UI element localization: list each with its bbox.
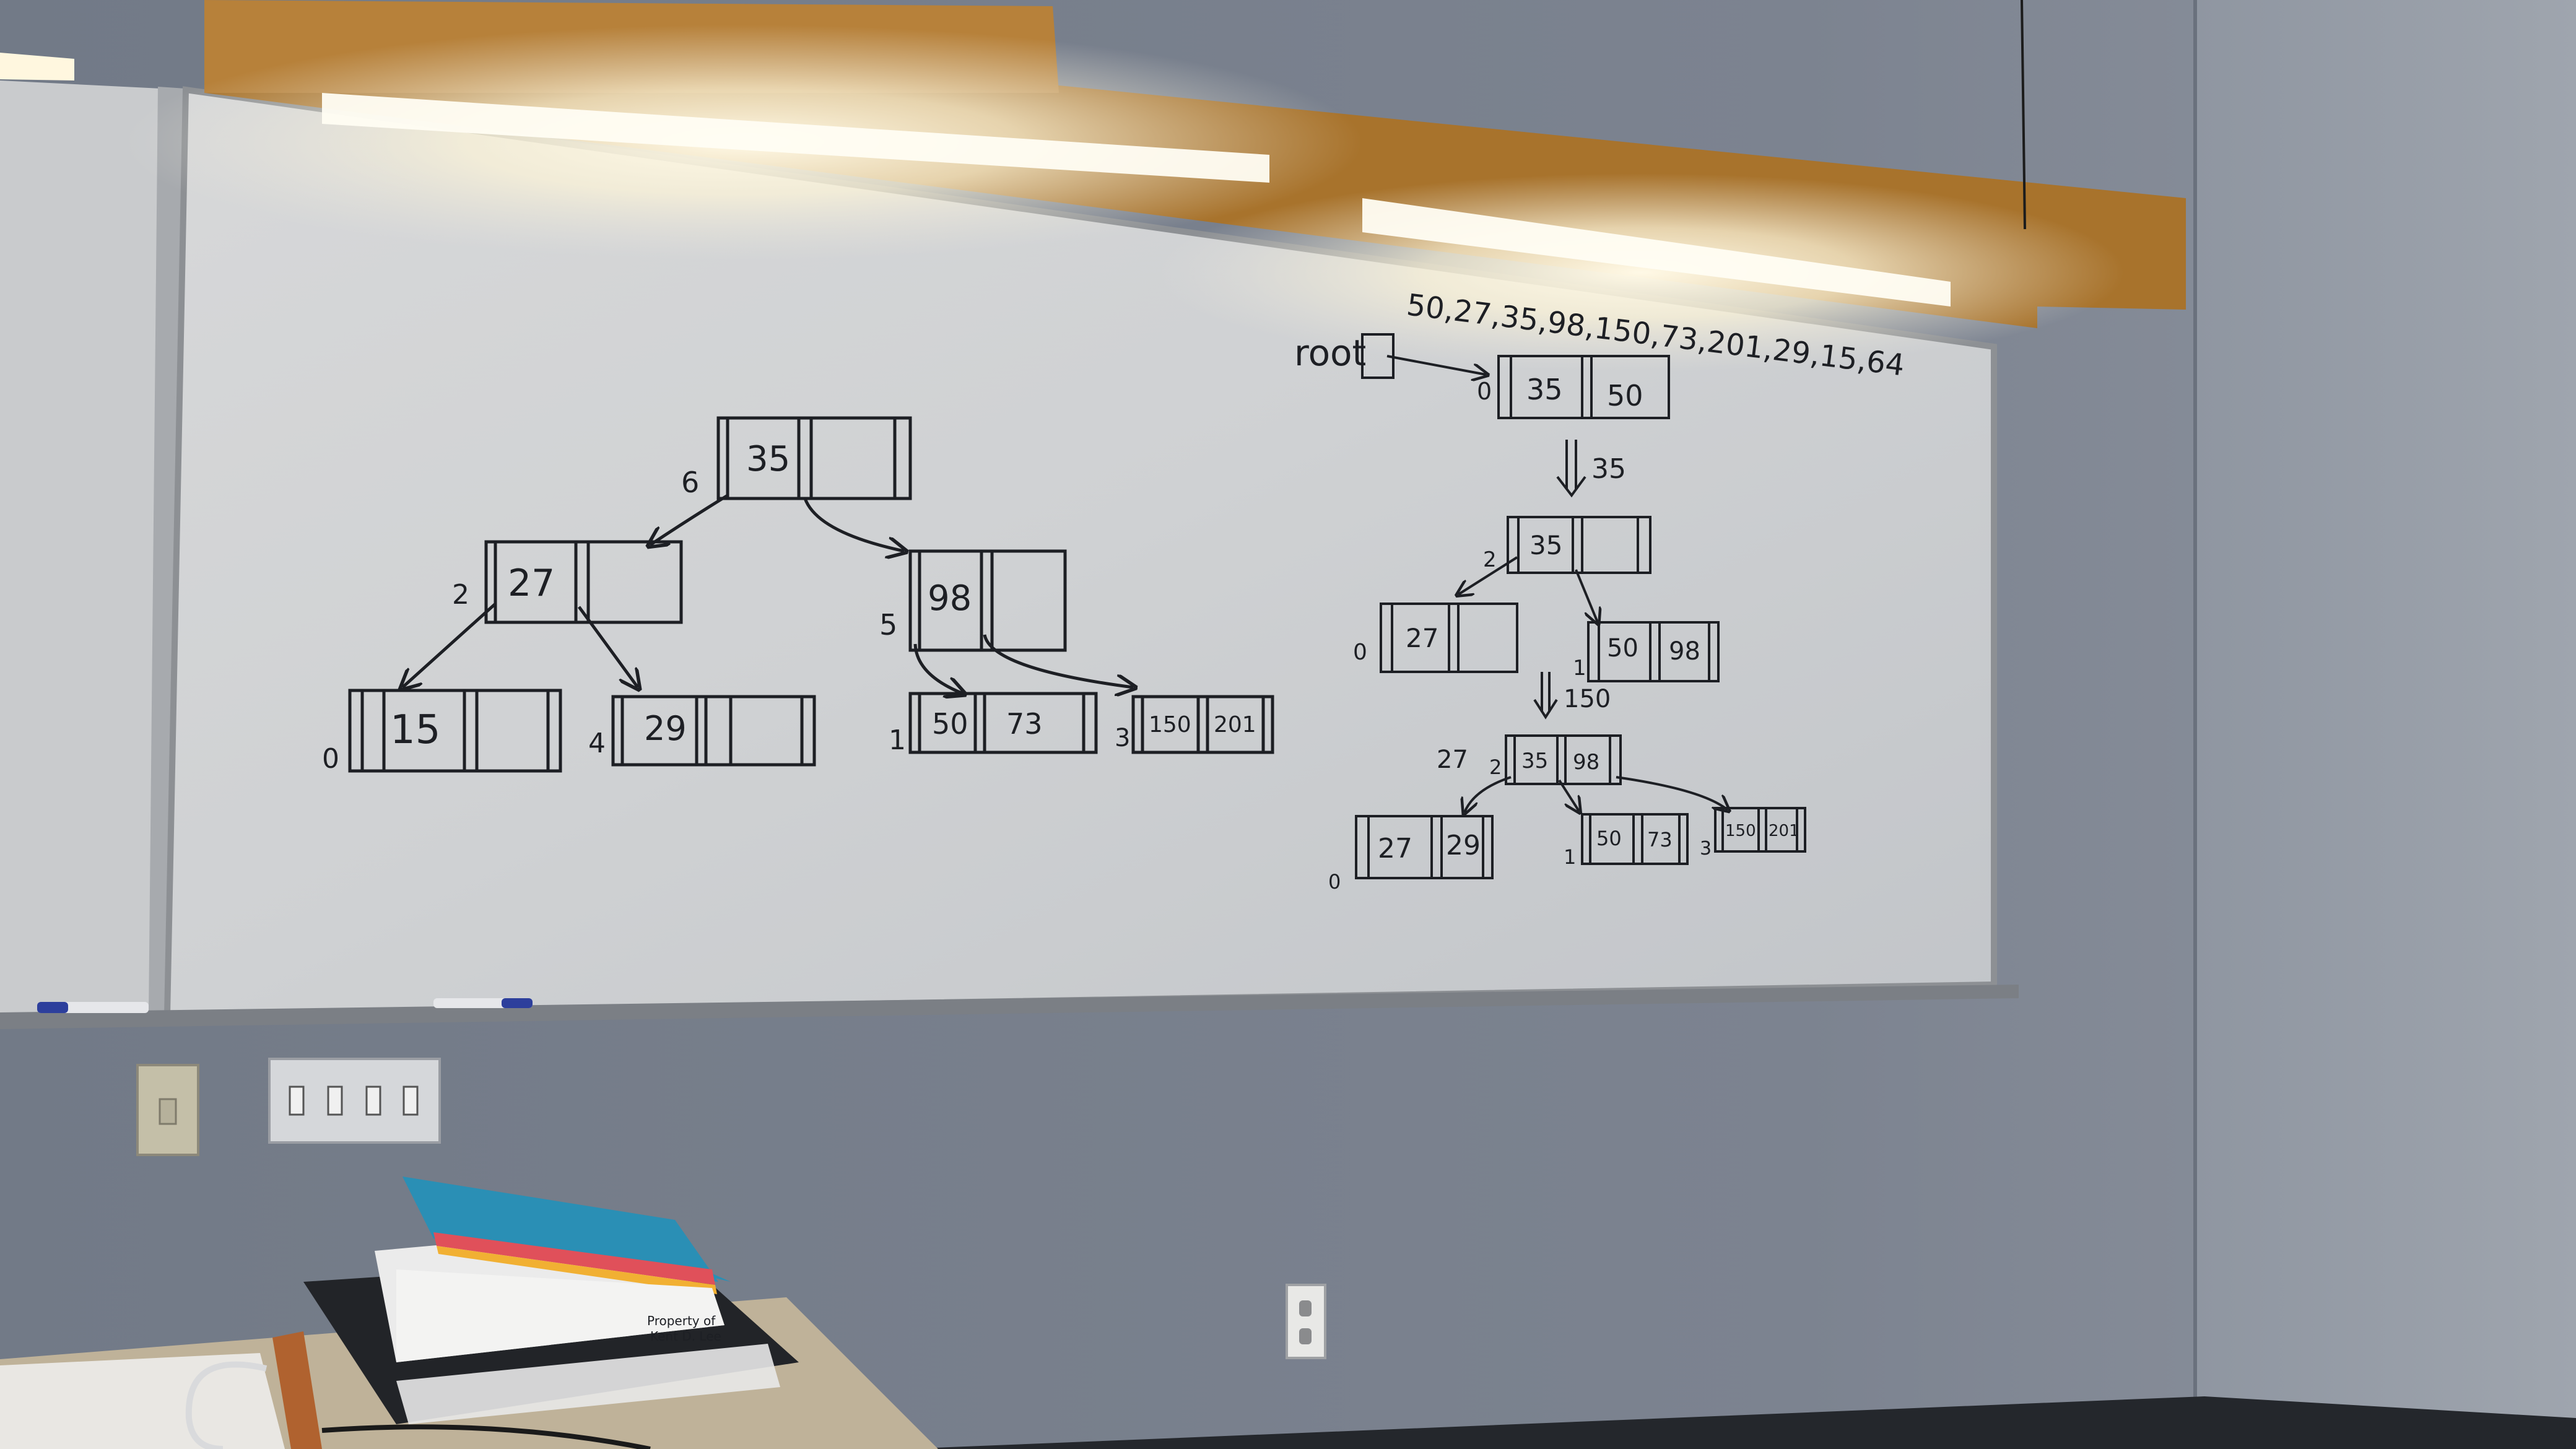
power-outlet	[1286, 1284, 1326, 1359]
big-leaf-1	[348, 689, 562, 773]
svg-text:50: 50	[1596, 827, 1622, 850]
svg-text:201: 201	[1214, 712, 1256, 738]
svg-text:98: 98	[1669, 637, 1700, 666]
svg-text:1: 1	[889, 724, 906, 756]
svg-text:15: 15	[390, 707, 440, 753]
root-node	[1497, 355, 1670, 419]
big-mid-node-1	[484, 540, 683, 624]
svg-text:27: 27	[508, 562, 555, 605]
step2-leaf-3	[1714, 807, 1806, 853]
hanging-cord	[2021, 0, 2026, 230]
step2-leaf-1	[1355, 815, 1494, 879]
step2-side-note: 27	[1437, 746, 1468, 774]
big-btree: 6 35 2 27 5 98 0 15 4	[322, 416, 1274, 775]
step1-right-node	[1587, 621, 1720, 682]
root-label: root	[1294, 332, 1366, 374]
marker-tray	[0, 985, 2019, 1029]
big-leaf-4	[1131, 695, 1274, 754]
root-node-index: 0	[1477, 378, 1492, 405]
svg-text:50: 50	[932, 707, 968, 741]
big-leaf-3	[908, 692, 1098, 754]
svg-text:27: 27	[1406, 623, 1438, 653]
step2-label: 150	[1564, 685, 1611, 713]
svg-text:4: 4	[588, 728, 606, 759]
svg-text:98: 98	[928, 578, 972, 619]
svg-text:5: 5	[879, 608, 897, 642]
svg-text:73: 73	[1006, 707, 1043, 741]
svg-text:1: 1	[1564, 845, 1576, 869]
svg-text:2: 2	[1483, 547, 1497, 572]
svg-text:150: 150	[1725, 822, 1756, 840]
svg-text:0: 0	[1353, 640, 1367, 665]
svg-text:0: 0	[1328, 870, 1341, 894]
svg-text:98: 98	[1573, 750, 1599, 775]
svg-text:50: 50	[1607, 634, 1638, 663]
book-cover	[402, 1177, 718, 1282]
svg-text:3: 3	[1115, 724, 1130, 752]
svg-text:35: 35	[746, 439, 790, 479]
step1-label: 35	[1591, 453, 1626, 485]
svg-text:35: 35	[1521, 749, 1548, 773]
book-owner-line1: Property of	[647, 1313, 716, 1328]
big-mid-node-2	[908, 549, 1067, 652]
floor-baseboard	[904, 1396, 2576, 1449]
big-leaf-2	[611, 695, 816, 767]
svg-text:3: 3	[1700, 838, 1712, 859]
svg-text:1: 1	[1573, 656, 1586, 681]
svg-text:29: 29	[1446, 830, 1481, 861]
svg-text:2: 2	[1489, 755, 1502, 779]
svg-text:29: 29	[644, 709, 687, 748]
svg-text:27: 27	[1378, 833, 1412, 864]
svg-text:2: 2	[452, 579, 469, 611]
svg-text:6: 6	[681, 466, 699, 499]
svg-text:73: 73	[1647, 828, 1673, 851]
book-owner-line2: Kent D. Lee	[650, 1329, 721, 1344]
svg-text:35: 35	[1530, 530, 1562, 560]
svg-text:150: 150	[1149, 712, 1191, 738]
step1-root-node	[1507, 516, 1651, 574]
svg-text:201: 201	[1769, 822, 1799, 840]
left-board	[0, 80, 186, 1022]
svg-text:0: 0	[322, 743, 339, 775]
root-node-key-1: 35	[1526, 373, 1563, 406]
step2-root-node	[1505, 734, 1622, 785]
root-node-key-2: 50	[1607, 379, 1643, 412]
big-root-node	[716, 416, 912, 500]
side-wall	[2195, 0, 2576, 1449]
